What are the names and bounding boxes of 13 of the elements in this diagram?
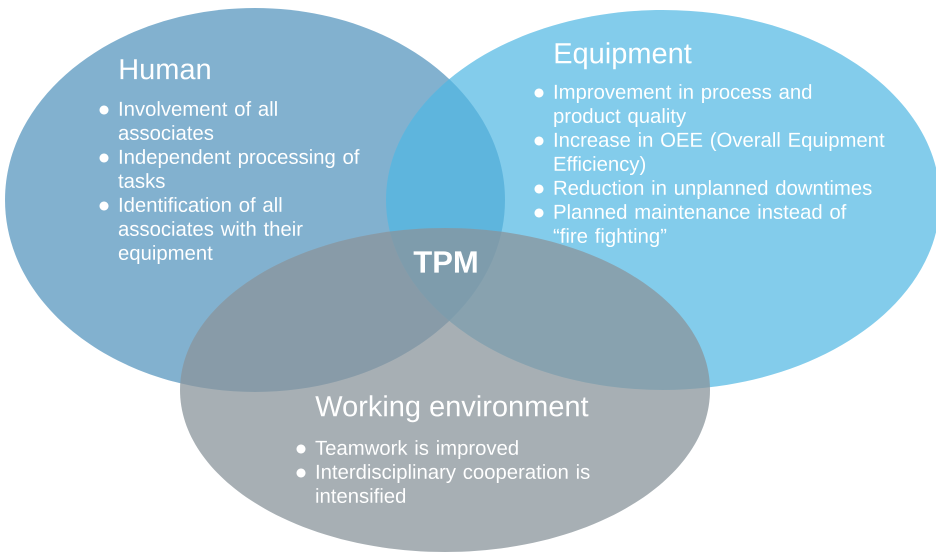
center-label: TPM — [414, 251, 477, 273]
bullet-item: Reduction in unplanned downtimes — [534, 180, 872, 200]
bullet-item: Increase in OEE (Overall Equipment Efficiency) — [534, 132, 884, 175]
bullet-item: Improvement in process and product quality — [534, 84, 812, 128]
heading: Working environment — [315, 395, 588, 422]
heading: Human — [120, 59, 210, 80]
bullet-item: Identification of all associates with their equipment — [100, 197, 303, 264]
bullet-item: Independent processing of tasks — [100, 149, 360, 188]
bullet-item: Teamwork is improved — [296, 440, 518, 459]
bullet-item: Involvement of all associates — [100, 101, 277, 140]
bullet-item: Planned maintenance instead of “fire fighting” — [534, 204, 846, 247]
heading: Equipment — [556, 42, 692, 70]
bullet-item: Interdisciplinary cooperation is intensified — [296, 464, 590, 503]
